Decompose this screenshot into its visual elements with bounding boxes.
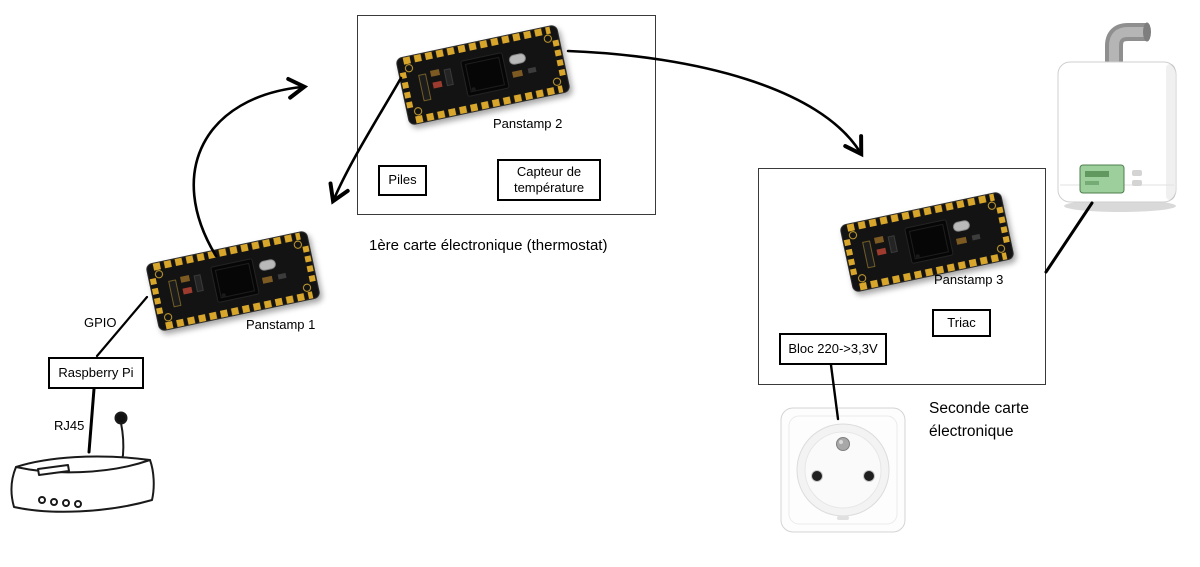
thermostat-caption: 1ère carte électronique (thermostat) [369, 237, 608, 254]
bloc-220-label-box: Bloc 220->3,3V [779, 333, 887, 365]
boiler-image [1057, 22, 1177, 212]
piles-label-box: Piles [378, 165, 427, 196]
raspberry-pi-label: Raspberry Pi [58, 364, 134, 380]
piles-label: Piles [388, 172, 417, 188]
actuator-board-outline [758, 168, 1046, 385]
power-socket-image [780, 407, 906, 533]
triac-label: Triac [947, 314, 976, 330]
seconde-caption: Seconde carte électronique [929, 400, 1029, 441]
raspberry-pi-box: Raspberry Pi [48, 357, 144, 389]
panstamp2-label: Panstamp 2 [493, 116, 563, 131]
rj45-label: RJ45 [54, 418, 85, 433]
router-drawing [10, 411, 155, 513]
panstamp1-label: Panstamp 1 [246, 317, 316, 332]
capteur-label: Capteur de température [513, 163, 585, 195]
gpio-label: GPIO [84, 315, 117, 330]
bloc-220-label: Bloc 220->3,3V [788, 340, 878, 356]
panstamp3-label: Panstamp 3 [934, 272, 1004, 287]
capteur-label-box: Capteur de température [497, 159, 601, 201]
triac-label-box: Triac [932, 309, 991, 337]
